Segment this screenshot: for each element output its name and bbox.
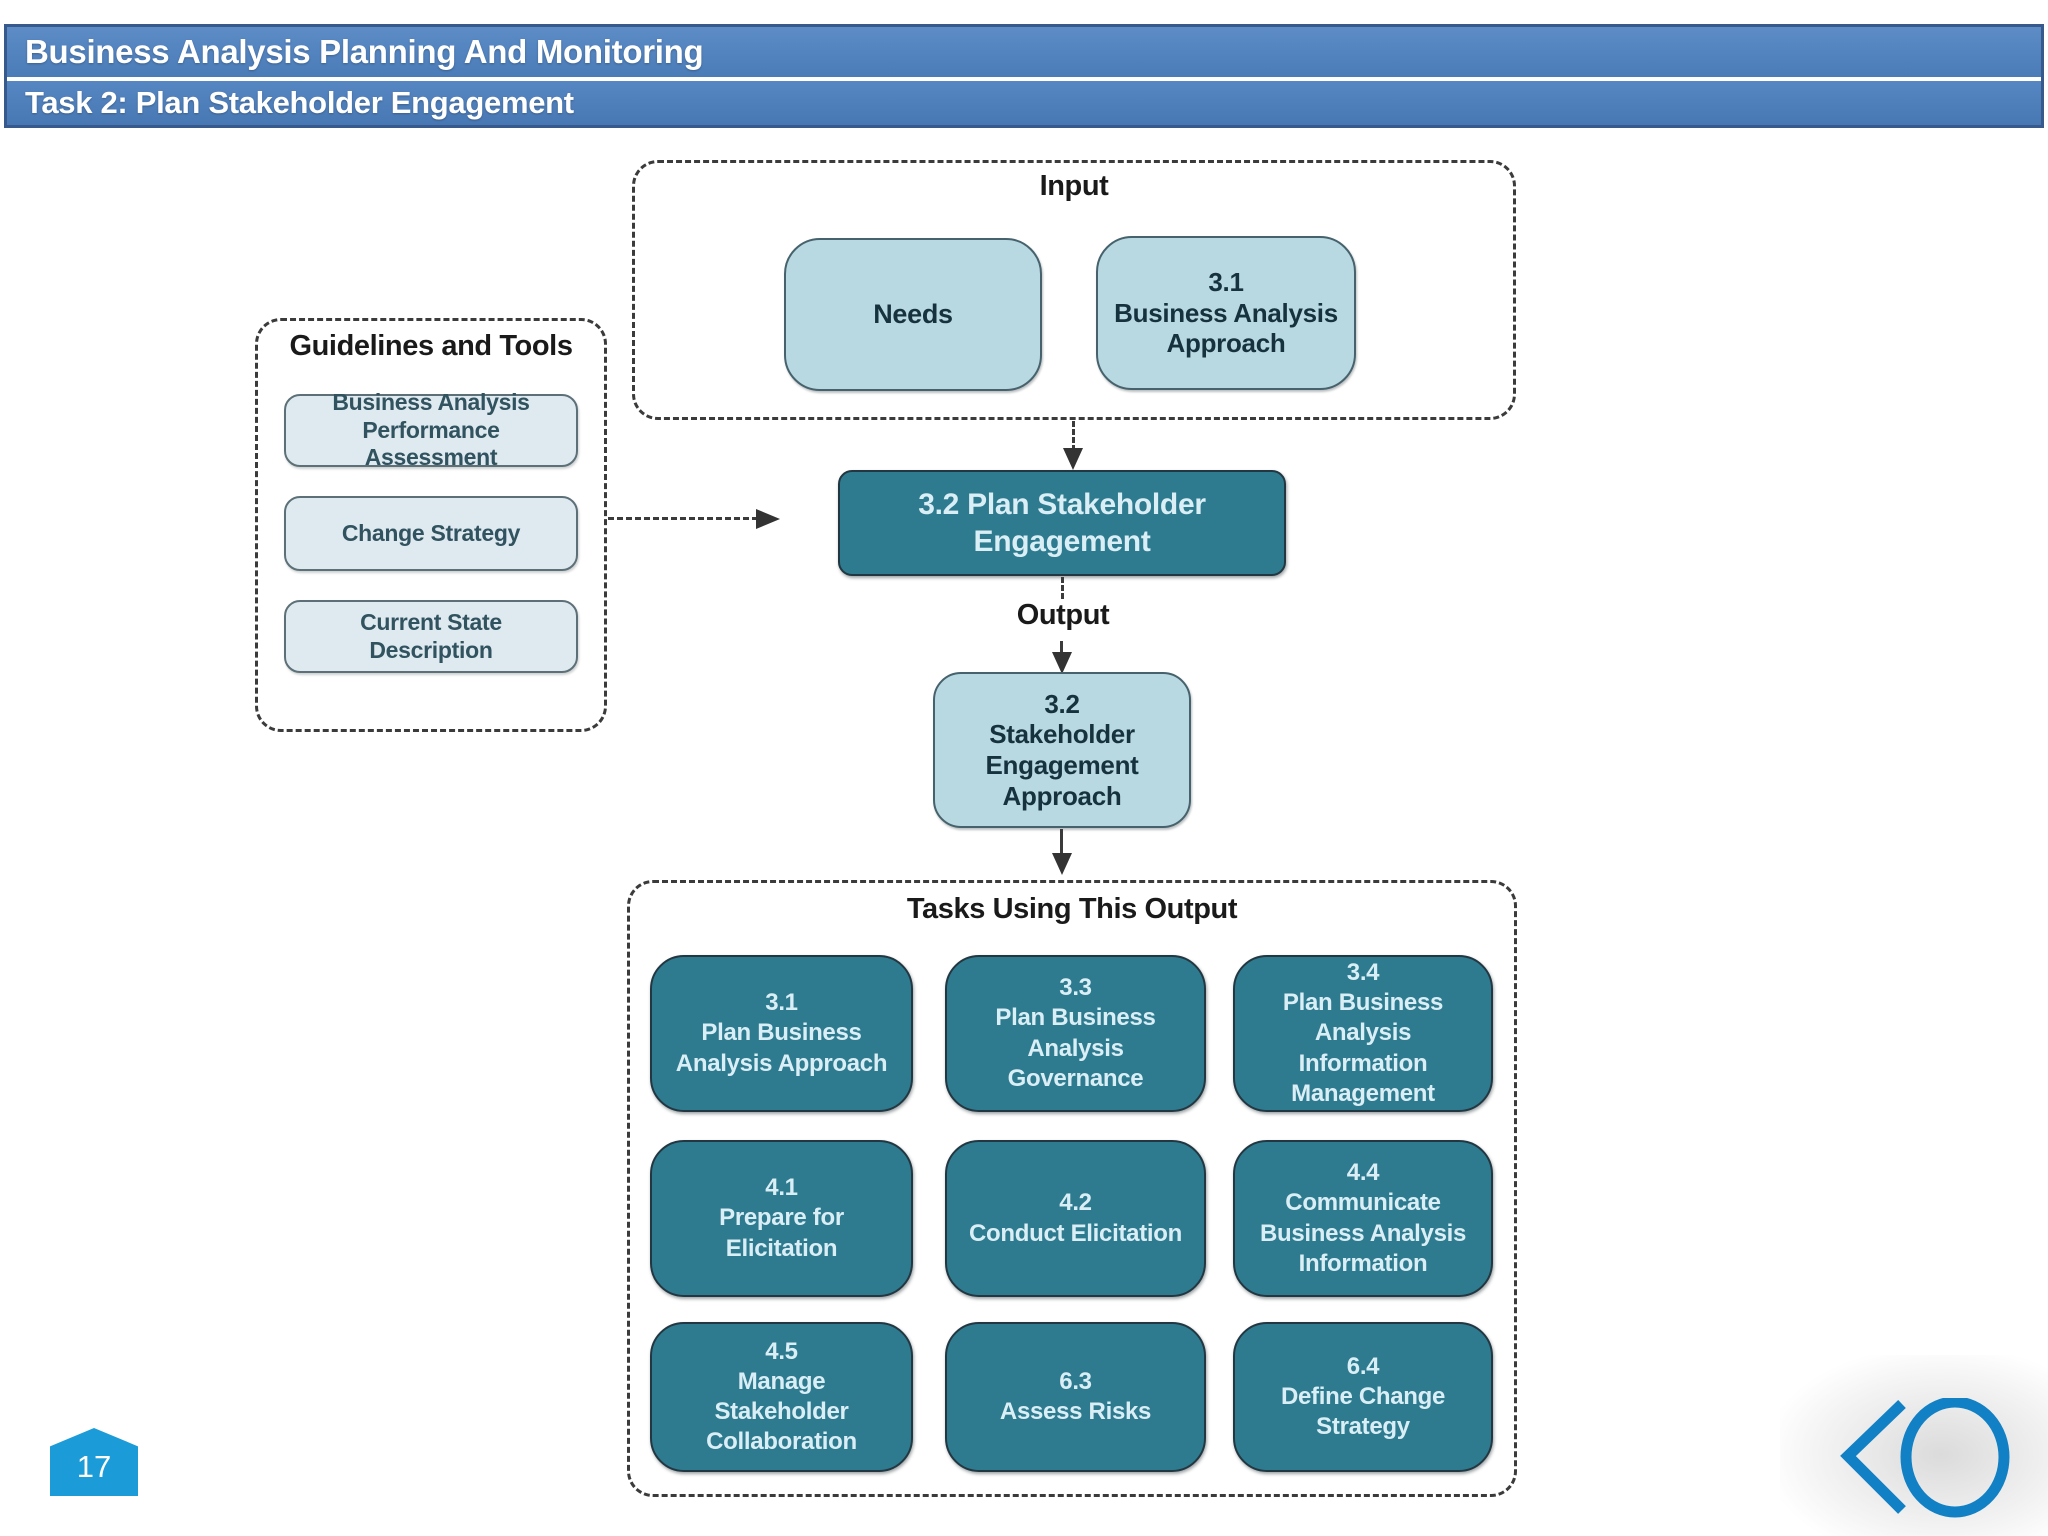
task-cell-code: 4.5 (765, 1337, 798, 1365)
task-cell-code: 4.2 (1059, 1189, 1092, 1217)
guidelines-frame (255, 318, 607, 732)
page-title: Business Analysis Planning And Monitorin… (25, 33, 704, 70)
guideline-item: Change Strategy (284, 496, 578, 571)
task-cell-4-2: 4.2 Conduct Elicitation (945, 1140, 1206, 1297)
page-number: 17 (76, 1449, 112, 1484)
task-cell-label: Assess Risks (999, 1398, 1152, 1425)
slide-header: Business Analysis Planning And Monitorin… (4, 24, 2044, 128)
task-to-output-dash (1061, 577, 1064, 599)
arrow-output-to-tasks-head (1052, 853, 1072, 875)
arrow-output-to-tasks-line (1060, 829, 1063, 855)
tasks-using-frame (627, 880, 1517, 1497)
task-cell-3-4: 3.4 Plan Business Analysis Information M… (1233, 955, 1493, 1112)
page-subtitle: Task 2: Plan Stakeholder Engagement (25, 85, 574, 120)
guideline-item-label: Business Analysis Performance Assessment (332, 389, 530, 471)
task-cell-4-4: 4.4 Communicate Business Analysis Inform… (1233, 1140, 1493, 1297)
task-cell-label: Manage Stakeholder Collaboration (706, 1367, 857, 1456)
task-cell-3-1: 3.1 Plan Business Analysis Approach (650, 955, 913, 1112)
main-task-box: 3.2 Plan Stakeholder Engagement (838, 470, 1286, 576)
input-ba-approach-code: 3.1 (1208, 266, 1244, 297)
task-cell-code: 4.4 (1346, 1159, 1380, 1187)
task-cell-label: Define Change Strategy (1280, 1382, 1446, 1441)
task-cell-label: Plan Business Analysis Information Manag… (1282, 989, 1444, 1107)
input-ba-approach-box: 3.1 Business Analysis Approach (1096, 236, 1356, 390)
tasks-using-title: Tasks Using This Output (906, 893, 1238, 925)
input-needs-box: Needs (784, 238, 1042, 391)
arrow-input-to-task-head (1063, 448, 1083, 470)
guideline-item-label: Current State Description (360, 608, 502, 663)
arrow-input-to-task-line (1072, 421, 1075, 451)
input-needs-label: Needs (873, 299, 953, 329)
header-subtitle-bar: Task 2: Plan Stakeholder Engagement (7, 81, 2041, 125)
guideline-item: Current State Description (284, 600, 578, 673)
input-group-frame (632, 160, 1516, 420)
arrow-to-output-head (1052, 652, 1072, 674)
output-label: Output (1016, 599, 1110, 631)
task-cell-label: Plan Business Analysis Governance (995, 1004, 1156, 1092)
task-cell-4-1: 4.1 Prepare for Elicitation (650, 1140, 913, 1297)
input-group-title: Input (1039, 170, 1109, 202)
page-number-badge: 17 (50, 1428, 138, 1496)
task-cell-6-4: 6.4 Define Change Strategy (1233, 1322, 1493, 1472)
task-cell-4-5: 4.5 Manage Stakeholder Collaboration (650, 1322, 913, 1472)
main-task-label: 3.2 Plan Stakeholder Engagement (918, 487, 1206, 559)
task-cell-label: Communicate Business Analysis Informatio… (1259, 1189, 1467, 1277)
input-ba-approach-label: Business Analysis Approach (1114, 297, 1338, 359)
task-cell-label: Plan Business Analysis Approach (675, 1019, 888, 1077)
task-cell-3-3: 3.3 Plan Business Analysis Governance (945, 955, 1206, 1112)
task-cell-label: Conduct Elicitation (969, 1219, 1182, 1247)
task-cell-label: Prepare for Elicitation (719, 1204, 844, 1262)
output-box-code: 3.2 (1044, 688, 1080, 719)
task-cell-code: 3.1 (765, 989, 798, 1017)
task-cell-code: 6.3 (1059, 1367, 1092, 1395)
task-cell-6-3: 6.3 Assess Risks (945, 1322, 1206, 1472)
output-box-label: Stakeholder Engagement Approach (985, 719, 1139, 811)
arrow-to-output-line (1060, 641, 1063, 655)
arrow-guidelines-to-task-line (608, 517, 758, 520)
guideline-item-label: Change Strategy (341, 519, 521, 546)
arrow-guidelines-to-task-head (756, 509, 780, 529)
task-cell-code: 4.1 (765, 1174, 798, 1202)
guideline-item: Business Analysis Performance Assessment (284, 389, 578, 470)
output-box: 3.2 Stakeholder Engagement Approach (933, 672, 1191, 828)
header-title-bar: Business Analysis Planning And Monitorin… (7, 27, 2041, 81)
task-cell-code: 6.4 (1346, 1352, 1380, 1380)
ko-logo-icon (1840, 1398, 2010, 1518)
task-cell-code: 3.3 (1059, 974, 1092, 1002)
task-cell-code: 3.4 (1346, 958, 1380, 986)
guidelines-title: Guidelines and Tools (289, 330, 573, 362)
